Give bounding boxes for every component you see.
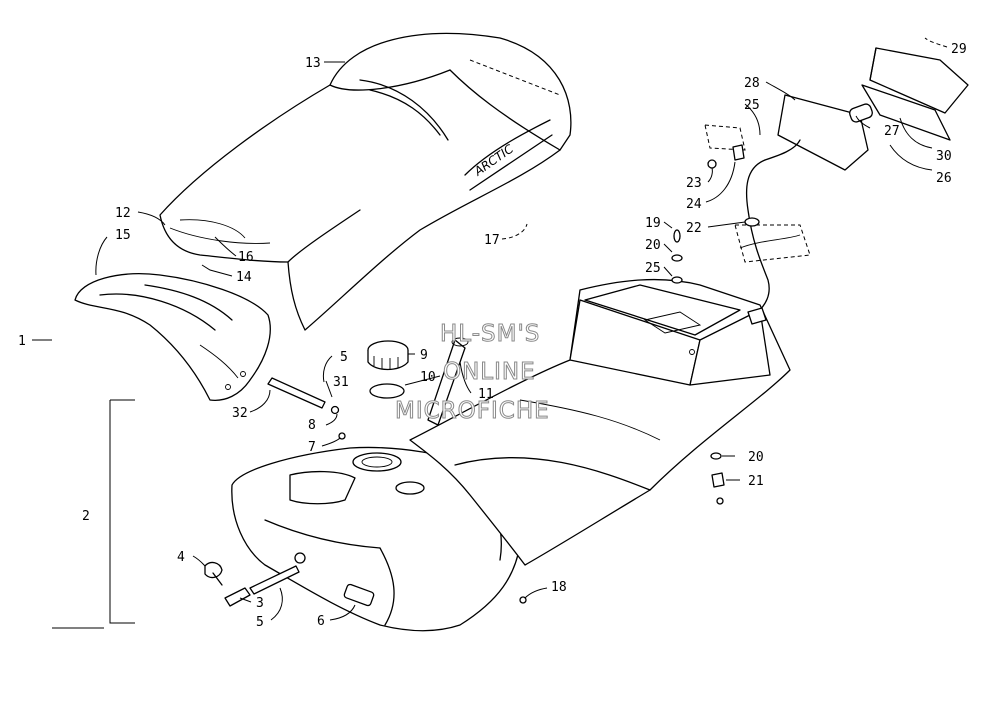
callout-8: 8 — [308, 418, 316, 433]
callout-20-bottom: 20 — [748, 450, 764, 465]
callout-21: 21 — [748, 474, 764, 489]
fuel-tank-drawing — [231, 446, 522, 632]
chassis-drawing — [409, 278, 791, 566]
callout-7: 7 — [308, 440, 316, 455]
seat-drawing: ARCTIC — [159, 32, 572, 331]
washer-drawing-3 — [710, 452, 722, 460]
callout-32: 32 — [232, 406, 248, 421]
callout-16: 16 — [238, 250, 254, 265]
callout-15: 15 — [115, 228, 131, 243]
callout-3: 3 — [256, 596, 264, 611]
callout-26: 26 — [936, 171, 952, 186]
callout-10: 10 — [420, 370, 436, 385]
clip-drawing — [204, 561, 223, 579]
callout-4: 4 — [177, 550, 185, 565]
seat-pan-drawing — [74, 273, 271, 401]
fuel-line-drawing — [249, 565, 300, 595]
callout-6: 6 — [317, 614, 325, 629]
fitting-drawing — [224, 587, 251, 607]
filler-tube-drawing — [427, 337, 469, 426]
nut-drawing — [716, 497, 724, 505]
callout-19: 19 — [645, 216, 661, 231]
callout-28: 28 — [744, 76, 760, 91]
callout-27: 27 — [884, 124, 900, 139]
watermark-line-2: ONLINE — [443, 359, 536, 385]
watermark-line-1: HL-SM'S — [440, 321, 540, 347]
leader-lines — [32, 37, 948, 621]
callout-5-bottom: 5 — [256, 615, 264, 630]
callout-13: 13 — [305, 56, 321, 71]
callout-24: 24 — [686, 197, 702, 212]
callout-1: 1 — [18, 334, 26, 349]
group-bracket — [109, 399, 135, 624]
callout-25-lower: 25 — [645, 261, 661, 276]
washer-drawing — [671, 254, 683, 262]
callout-25-upper: 25 — [744, 98, 760, 113]
callout-23: 23 — [686, 176, 702, 191]
callout-17: 17 — [484, 233, 500, 248]
clamp-drawing — [330, 405, 340, 415]
bolt-drawing — [673, 229, 681, 243]
callout-20-top: 20 — [645, 238, 661, 253]
gasket-drawing — [369, 383, 405, 399]
callout-31: 31 — [333, 375, 349, 390]
washer-drawing-2 — [671, 276, 683, 284]
callout-labels: 13 12 15 16 14 17 1 5 31 32 8 7 9 10 11 … — [18, 42, 967, 630]
watermark: HL-SM'S ONLINE MICROFICHE — [395, 321, 550, 425]
callout-5-top: 5 — [340, 350, 348, 365]
callout-2: 2 — [82, 509, 90, 524]
screw-drawing — [338, 432, 346, 440]
watermark-line-3: MICROFICHE — [395, 398, 550, 424]
callout-12: 12 — [115, 206, 131, 221]
callout-29: 29 — [951, 42, 967, 57]
hose-drawing — [267, 377, 326, 409]
gas-cap-drawing — [367, 340, 409, 371]
callout-22: 22 — [686, 221, 702, 236]
rivet-drawing — [519, 596, 527, 604]
callout-30: 30 — [936, 149, 952, 164]
bracket-drawing — [711, 472, 725, 488]
taillight-drawing — [704, 47, 969, 325]
callout-18: 18 — [551, 580, 567, 595]
callout-11: 11 — [478, 387, 494, 402]
callout-9: 9 — [420, 348, 428, 363]
callout-14: 14 — [236, 270, 252, 285]
